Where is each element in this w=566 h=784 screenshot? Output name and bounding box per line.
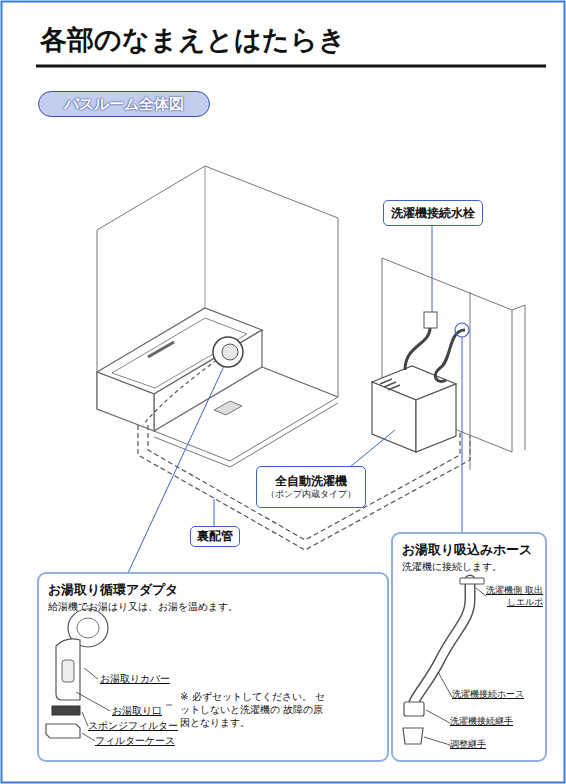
adaptor-opening — [62, 660, 74, 682]
node-text: 全自動洗濯機 — [275, 474, 347, 489]
panel-heading: お湯取り吸込みホース — [402, 542, 536, 558]
part-label: フィルターケース — [95, 735, 175, 747]
panel-heading: お湯取り循環アダプタ — [48, 582, 378, 598]
title-rule — [36, 65, 546, 68]
room-corner — [205, 166, 206, 310]
part-label: スポンジフィルター — [88, 720, 178, 732]
wall-edge — [470, 292, 525, 470]
node-subtext: （ポンプ内蔵タイプ） — [266, 489, 356, 500]
pipe-dashed — [143, 352, 228, 425]
adaptor-mark — [213, 337, 243, 367]
filter-case — [46, 724, 80, 738]
leader-line — [462, 337, 463, 532]
part-label: お湯取りカバー — [100, 673, 170, 685]
part-label: 洗濯機接続継手 — [450, 716, 513, 728]
panel-description: 洗濯機に接続します。 — [402, 560, 536, 574]
part-label-box: 裏配管 — [190, 526, 240, 547]
adaptor-body — [56, 639, 80, 700]
part-label-box: 洗濯機接続水栓 — [383, 200, 483, 226]
hose-tube — [414, 580, 470, 702]
washer-controls — [380, 379, 400, 390]
floor — [154, 367, 338, 461]
part-label: 洗濯機側 取出しエルボ — [485, 585, 543, 608]
washer-side — [416, 384, 456, 452]
hose-mark — [455, 323, 469, 337]
adjust-joint — [403, 728, 423, 744]
node-text: 裏配管 — [197, 529, 233, 544]
page-title: 各部のなまえとはたらき — [40, 22, 346, 58]
note-mark — [166, 705, 172, 706]
adaptor-cover — [77, 618, 99, 638]
part-label: お湯取り口 — [112, 705, 162, 717]
node-text: バスルーム全体図 — [64, 95, 184, 114]
hose-tube — [414, 580, 470, 702]
leader-line — [350, 430, 395, 467]
adaptor-mark — [222, 344, 238, 360]
sponge-filter — [52, 706, 80, 715]
section-pill: バスルーム全体図 — [38, 91, 210, 117]
part-label: ※ 必ずセットしてください。 セットしないと洗濯機の 故障の原因となります。 — [180, 690, 330, 729]
part-label-box: 全自動洗濯機（ポンプ内蔵タイプ） — [256, 466, 366, 508]
detail-panel: お湯取り循環アダプタ給湯機でお湯はり又は、お湯を温めます。 — [37, 572, 389, 762]
elbow-fitting — [460, 578, 484, 584]
leader-line — [214, 499, 215, 526]
part-label: 洗濯機接続ホース — [452, 689, 524, 701]
room-shell — [97, 166, 338, 397]
floor-drain — [214, 401, 242, 415]
grab-bar — [148, 342, 174, 357]
hose-joint — [404, 702, 424, 716]
panel-description: 給湯機でお湯はり又は、お湯を温めます。 — [48, 600, 378, 614]
node-text: 洗濯機接続水栓 — [391, 206, 475, 221]
faucet — [424, 312, 437, 328]
leader-line — [432, 226, 433, 312]
detail-panel: お湯取り吸込みホース洗濯機に接続します。 — [391, 532, 547, 762]
supply-hose — [405, 328, 430, 370]
washer-front — [372, 382, 416, 452]
suction-hose — [435, 330, 465, 381]
part-label: 調整継手 — [450, 739, 486, 751]
